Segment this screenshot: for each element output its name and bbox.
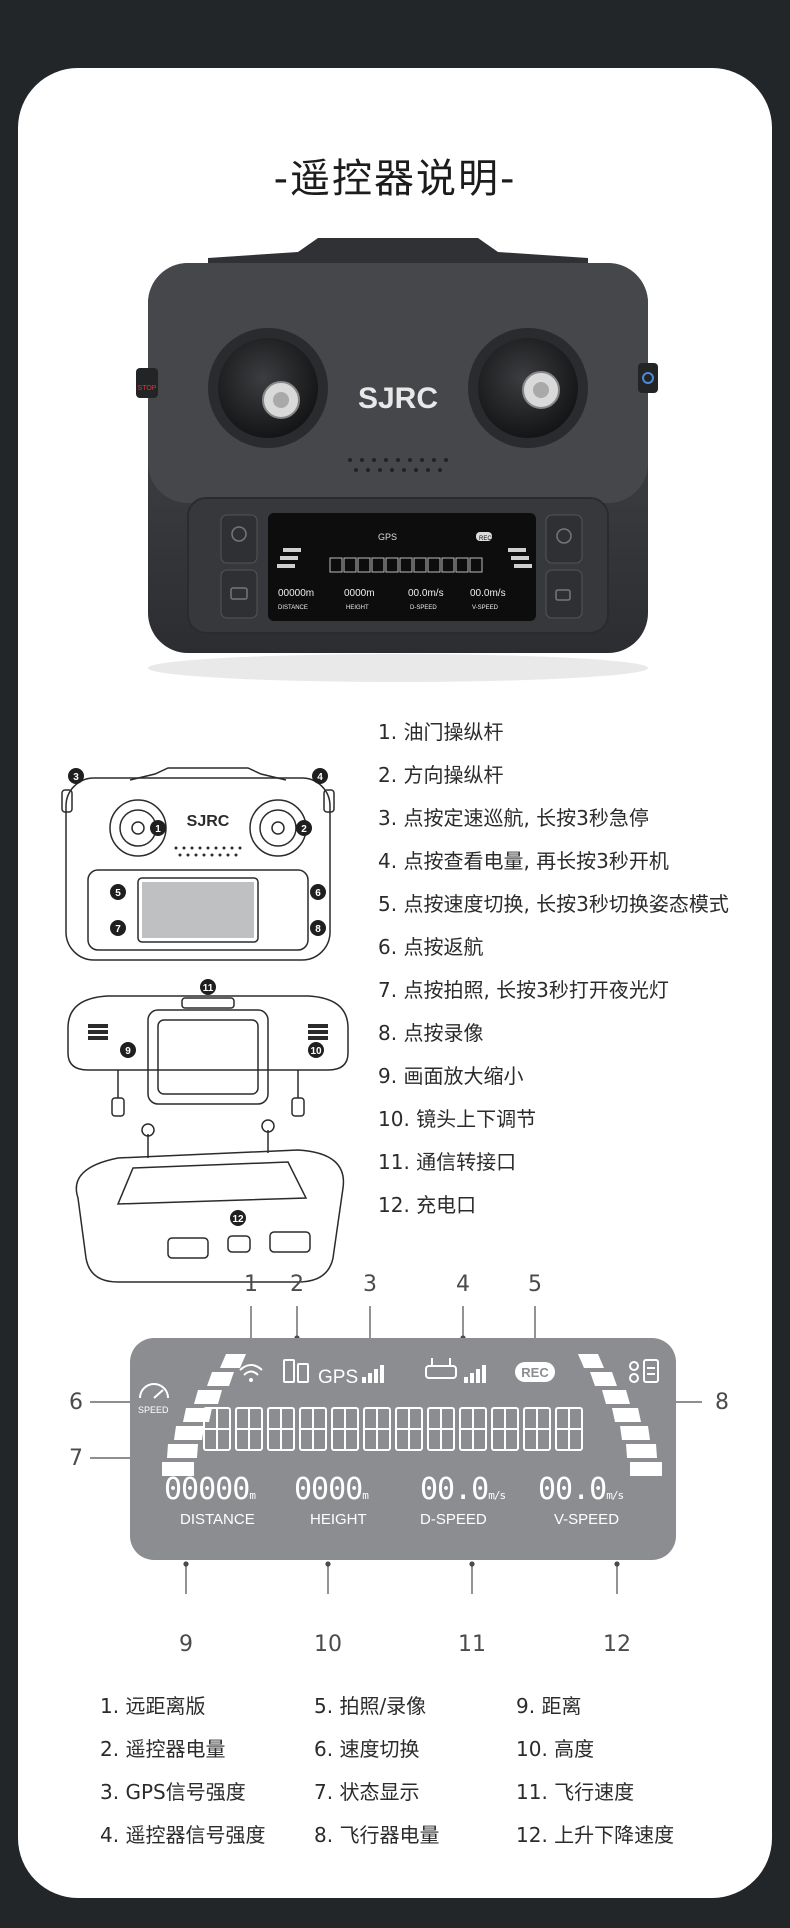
svg-text:HEIGHT: HEIGHT <box>346 605 369 611</box>
lcd-callout-3: 3 <box>363 1272 377 1297</box>
lcd-callout-2: 2 <box>290 1272 304 1297</box>
legend-item-1: 1. 远距离版 <box>100 1694 206 1718</box>
lcd-callout-5: 5 <box>528 1272 542 1297</box>
v-speed-readout: 00.0m/s <box>538 1472 624 1507</box>
lcd-callout-7: 7 <box>69 1446 83 1471</box>
product-card: -遥控器说明- SJRC <box>18 68 772 1898</box>
d-speed-readout: 00.0m/s <box>420 1472 506 1507</box>
legend-item-8: 8. 飞行器电量 <box>314 1823 440 1847</box>
legend-item-12: 12. 上升下降速度 <box>516 1823 675 1847</box>
function-item-11: 11. 通信转接口 <box>378 1150 517 1174</box>
lcd-diagram: SPEED GPS REC <box>90 1306 702 1594</box>
function-item-3: 3. 点按定速巡航, 长按3秒急停 <box>378 806 649 830</box>
svg-text:5: 5 <box>115 888 121 899</box>
lcd-callout-10: 10 <box>314 1632 342 1657</box>
legend-item-11: 11. 飞行速度 <box>516 1780 635 1804</box>
legend-item-7: 7. 状态显示 <box>314 1780 420 1804</box>
function-item-2: 2. 方向操纵杆 <box>378 763 504 787</box>
lcd-callout-11: 11 <box>458 1632 486 1657</box>
lcd-callout-4: 4 <box>456 1272 470 1297</box>
svg-text:6: 6 <box>315 888 321 899</box>
svg-text:DISTANCE: DISTANCE <box>278 605 308 611</box>
legend-item-6: 6. 速度切换 <box>314 1737 420 1761</box>
svg-text:7: 7 <box>115 924 121 935</box>
controller-photo: SJRC STOP GPS REC 00000m <box>136 238 658 682</box>
svg-text:3: 3 <box>73 772 79 783</box>
height-caption: HEIGHT <box>310 1511 367 1528</box>
function-item-12: 12. 充电口 <box>378 1193 477 1217</box>
svg-text:10: 10 <box>310 1046 322 1057</box>
svg-text:0000m: 0000m <box>344 588 375 599</box>
lcd-callout-12: 12 <box>603 1632 631 1657</box>
speed-label: SPEED <box>138 1405 169 1415</box>
function-item-1: 1. 油门操纵杆 <box>378 720 504 744</box>
legend-item-10: 10. 高度 <box>516 1737 595 1761</box>
controller-line-diagrams: SJRC 3 4 1 2 5 7 6 8 <box>61 767 349 1283</box>
function-item-10: 10. 镜头上下调节 <box>378 1107 537 1131</box>
d-speed-caption: D-SPEED <box>420 1511 487 1528</box>
svg-text:V-SPEED: V-SPEED <box>472 605 499 611</box>
legend-item-3: 3. GPS信号强度 <box>100 1780 246 1804</box>
legend-item-4: 4. 遥控器信号强度 <box>100 1823 266 1847</box>
svg-text:9: 9 <box>125 1046 131 1057</box>
function-item-8: 8. 点按录像 <box>378 1021 484 1045</box>
rec-label: REC <box>521 1365 549 1380</box>
page-title: -遥控器说明- <box>273 156 517 202</box>
svg-text:8: 8 <box>315 924 321 935</box>
svg-text:00000m: 00000m <box>278 588 314 599</box>
svg-text:11: 11 <box>203 983 214 994</box>
stop-label: STOP <box>138 385 157 392</box>
svg-text:12: 12 <box>232 1214 244 1225</box>
legend-item-5: 5. 拍照/录像 <box>314 1694 427 1718</box>
svg-text:1: 1 <box>155 824 161 835</box>
svg-text:00.0m/s: 00.0m/s <box>470 588 506 599</box>
svg-text:4: 4 <box>317 772 323 783</box>
height-readout: 0000m <box>294 1472 369 1507</box>
svg-text:REC: REC <box>479 536 492 542</box>
function-item-6: 6. 点按返航 <box>378 935 484 959</box>
function-item-4: 4. 点按查看电量, 再长按3秒开机 <box>378 849 669 873</box>
svg-text:GPS: GPS <box>378 532 397 542</box>
distance-readout: 00000m <box>164 1472 256 1507</box>
lcd-callout-8: 8 <box>715 1390 729 1415</box>
lcd-callout-9: 9 <box>179 1632 193 1657</box>
lcd-callout-1: 1 <box>244 1272 258 1297</box>
svg-text:D-SPEED: D-SPEED <box>410 605 437 611</box>
legend-item-9: 9. 距离 <box>516 1694 582 1718</box>
function-item-7: 7. 点按拍照, 长按3秒打开夜光灯 <box>378 978 669 1002</box>
function-item-5: 5. 点按速度切换, 长按3秒切换姿态模式 <box>378 892 729 916</box>
svg-text:2: 2 <box>301 824 307 835</box>
v-speed-caption: V-SPEED <box>554 1511 620 1528</box>
distance-caption: DISTANCE <box>180 1511 255 1528</box>
gps-label: GPS <box>318 1367 358 1388</box>
lcd-callout-6: 6 <box>69 1390 83 1415</box>
function-item-9: 9. 画面放大缩小 <box>378 1064 524 1088</box>
svg-text:00.0m/s: 00.0m/s <box>408 588 444 599</box>
svg-text:SJRC: SJRC <box>187 813 230 830</box>
legend-item-2: 2. 遥控器电量 <box>100 1737 226 1761</box>
brand-logo: SJRC <box>358 382 438 415</box>
